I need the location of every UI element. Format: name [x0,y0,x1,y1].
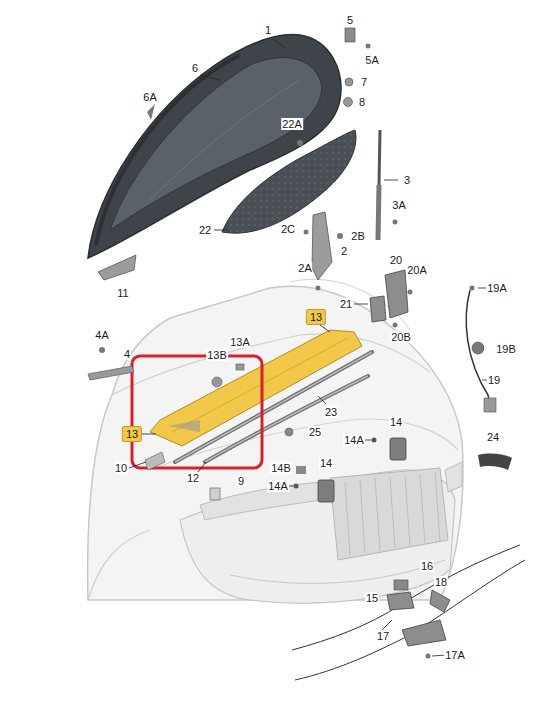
callout-number: 13A [229,336,251,348]
callout-number: 9 [237,475,245,487]
callout-number: 2C [280,223,296,235]
callout-number: 2 [340,245,348,257]
callout-number: 14A [267,480,289,492]
callout-number: 14 [319,457,333,469]
callout-number: 24 [486,431,500,443]
callout-number: 3A [391,199,406,211]
callout-number: 13 [306,309,326,325]
callout-number: 23 [324,406,338,418]
callout-number: 19A [486,282,508,294]
callout-number: 15 [365,592,379,604]
callout-number: 3 [403,174,411,186]
callout-number: 11 [116,287,129,299]
callout-number: 4 [123,348,131,360]
callout-number: 8 [358,96,366,108]
callout-number: 6A [142,91,157,103]
callout-number: 22A [281,118,303,130]
callout-number: 20 [389,254,403,266]
callout-number: 2A [297,262,312,274]
callout-number: 14B [270,462,292,474]
callout-number: 20A [406,264,428,276]
callout-number: 18 [434,576,448,588]
callout-number: 12 [186,472,200,484]
callout-number: 14 [389,416,403,428]
callout-number: 5A [364,54,379,66]
callout-number: 6 [191,62,199,74]
callout-number: 19 [487,374,501,386]
callout-number: 14A [343,434,365,446]
callout-number: 4A [94,329,109,341]
callout-number: 17A [444,649,466,661]
callout-number: 10 [114,462,128,474]
callout-number: 19B [495,343,517,355]
callout-number: 1 [264,24,272,36]
callout-number: 25 [308,426,322,438]
callout-number: 16 [420,560,434,572]
callout-number: 2B [350,230,365,242]
callout-number: 22 [198,224,212,236]
callout-number: 7 [360,76,368,88]
callout-number: 17 [376,630,390,642]
callout-number: 5 [346,14,354,26]
callout-number: 13B [206,349,228,361]
callout-number: 20B [390,331,412,343]
callout-number: 21 [339,298,353,310]
callout-number: 13 [122,426,142,442]
